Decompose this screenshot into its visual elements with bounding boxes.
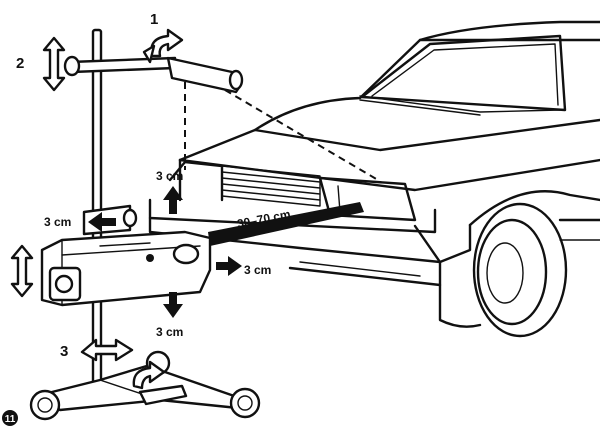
offset-up-label: 3 cm bbox=[156, 169, 183, 183]
offset-down-arrow bbox=[163, 292, 183, 318]
offset-up-arrow bbox=[163, 186, 183, 214]
dashed-sight-lines bbox=[184, 70, 379, 181]
rotate-arrow-foot bbox=[132, 360, 166, 390]
step3-label: 3 bbox=[60, 343, 68, 360]
offset-left-label: 3 cm bbox=[44, 215, 71, 229]
offset-left-arrow bbox=[88, 212, 116, 232]
step1-label: 1 bbox=[150, 11, 158, 28]
rotate-arrow-top bbox=[142, 28, 184, 64]
beam-arrow bbox=[208, 202, 364, 246]
offset-right-arrow bbox=[216, 256, 242, 276]
offset-down-label: 3 cm bbox=[156, 325, 183, 339]
figure-number-label: 11 bbox=[5, 414, 16, 425]
figure-number-badge: 11 bbox=[2, 410, 18, 426]
aiming-stand bbox=[29, 28, 261, 421]
vertical-adjust-arrow-upper bbox=[42, 36, 66, 92]
offset-right-label: 3 cm bbox=[244, 263, 271, 277]
vertical-adjust-arrow-lower bbox=[10, 244, 34, 298]
step2-label: 2 bbox=[16, 55, 24, 72]
rotate-arrow-base bbox=[80, 338, 134, 362]
